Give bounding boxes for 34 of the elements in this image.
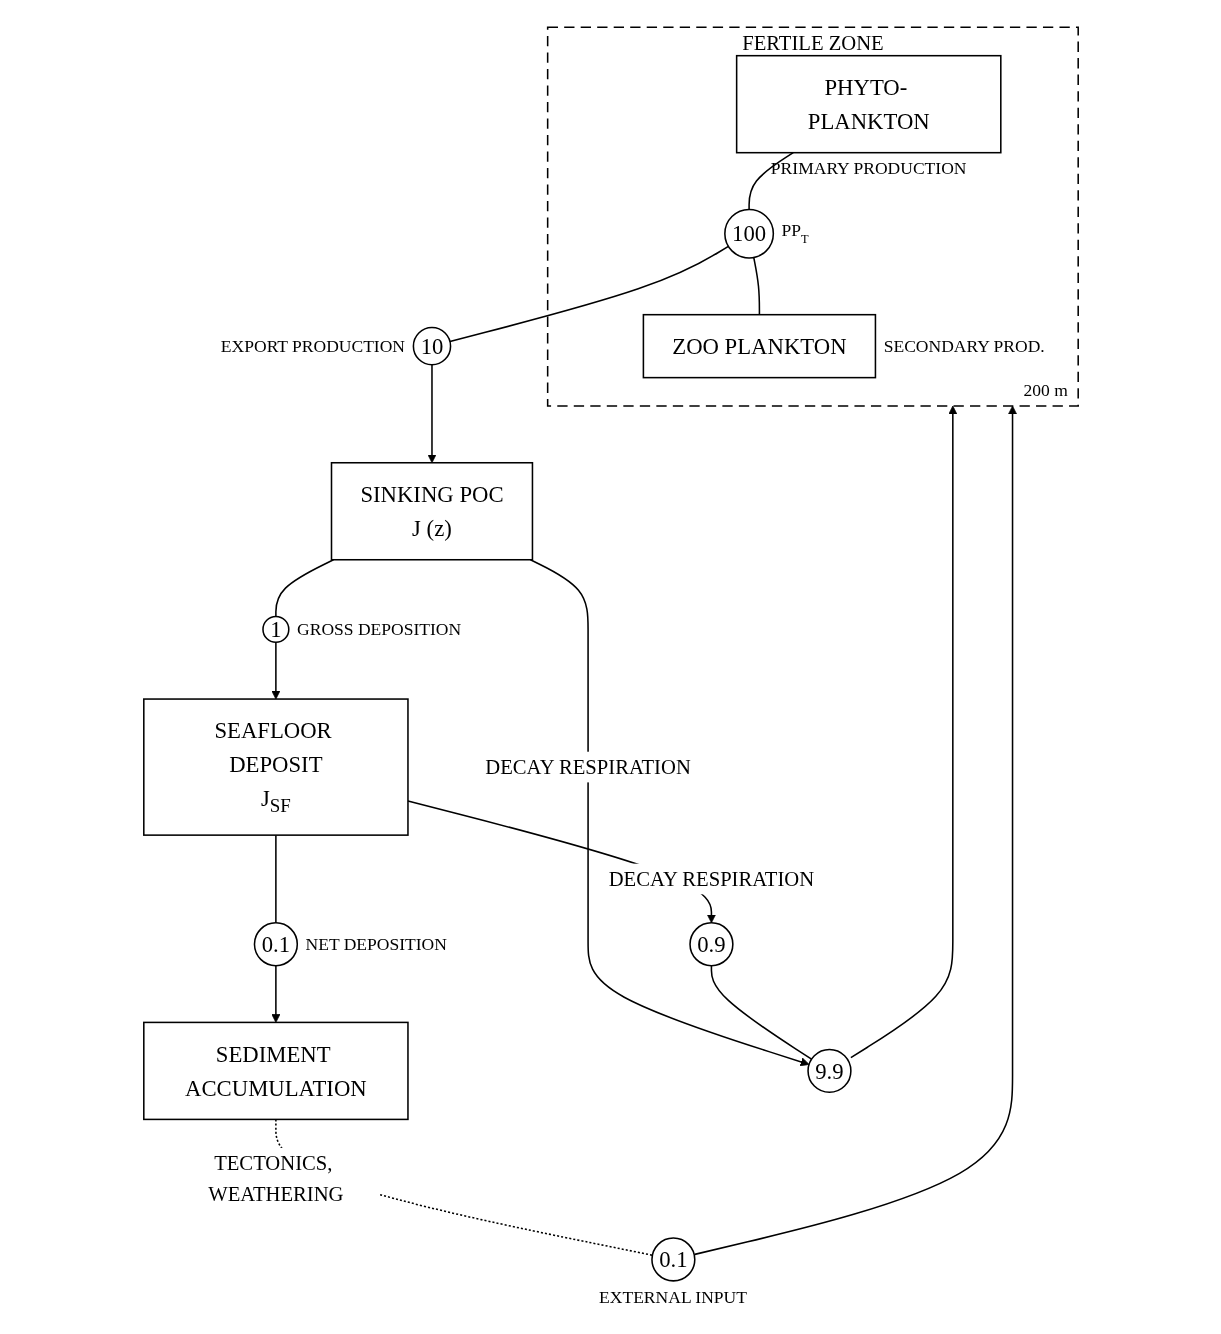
node-box: ZOO PLANKTON bbox=[642, 313, 876, 379]
node-circle: 0.1 bbox=[253, 922, 298, 967]
connector bbox=[747, 151, 794, 211]
arrow bbox=[849, 405, 957, 1059]
depth-label: 200 m bbox=[1023, 379, 1068, 400]
edge-label: TECTONICS, WEATHERING bbox=[207, 1151, 344, 1206]
node-box: PHYTO- PLANKTON bbox=[735, 54, 1002, 154]
node-caption: EXPORT PRODUCTION bbox=[220, 335, 405, 356]
arrow bbox=[693, 405, 1017, 1256]
edge-label: DECAY RESPIRATION bbox=[484, 755, 691, 779]
connector bbox=[710, 964, 812, 1060]
node-caption: PP$_{T}$ bbox=[781, 220, 809, 247]
node-caption: GROSS DEPOSITION bbox=[296, 619, 461, 640]
node-caption: PRIMARY PRODUCTION bbox=[770, 158, 966, 179]
connector bbox=[752, 256, 760, 316]
node-circle: 10 bbox=[412, 326, 451, 366]
arrow bbox=[426, 363, 436, 464]
node-circle: 9.9 bbox=[806, 1048, 852, 1094]
arrow bbox=[270, 641, 280, 700]
node-caption: NET DEPOSITION bbox=[305, 933, 447, 954]
node-circle: 1 bbox=[261, 615, 290, 644]
edge-label: DECAY RESPIRATION bbox=[608, 867, 814, 891]
node-caption: SECONDARY PROD. bbox=[883, 335, 1045, 356]
connector bbox=[274, 558, 334, 618]
arrow bbox=[270, 964, 280, 1023]
node-box: SEDIMENT ACCUMULATION bbox=[142, 1021, 409, 1121]
connector bbox=[274, 834, 277, 924]
node-caption: EXTERNAL INPUT bbox=[598, 1286, 747, 1307]
node-circle: 0.9 bbox=[688, 922, 734, 967]
arrow bbox=[529, 558, 809, 1067]
node-circle: 100 bbox=[723, 208, 774, 259]
node-box: SINKING POC J (z) bbox=[330, 462, 533, 561]
node-circle: 0.1 bbox=[650, 1237, 696, 1282]
node-box: SEAFLOOR DEPOSIT J$_{SF}$ bbox=[142, 698, 409, 836]
